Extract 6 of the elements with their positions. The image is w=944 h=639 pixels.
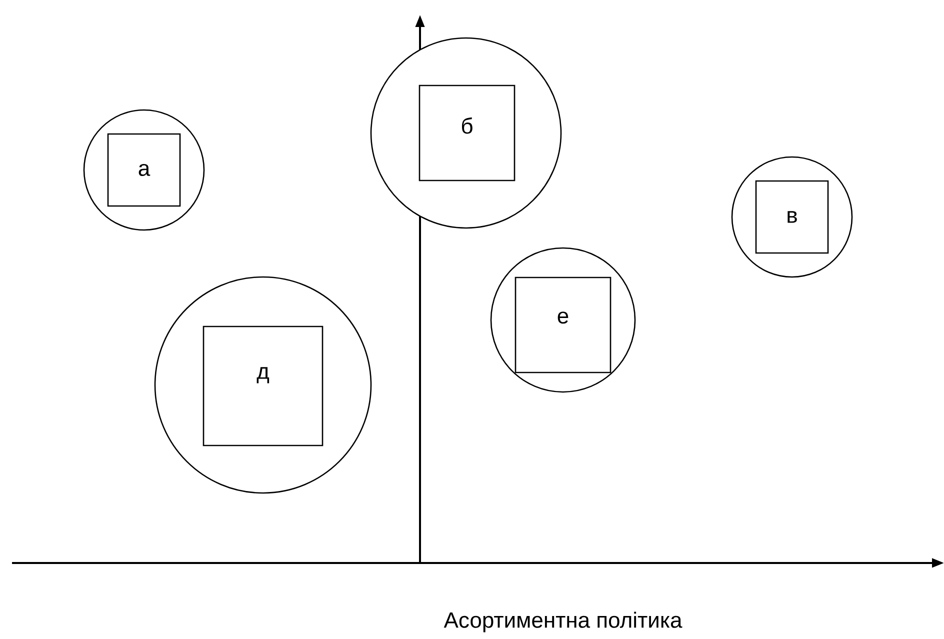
square-box: е (514, 276, 612, 374)
square-box: д (202, 326, 324, 446)
axis-label: Асортиментна політика (444, 612, 682, 632)
square-box: а (107, 133, 181, 207)
square-box: в (755, 180, 829, 254)
square-box: б (418, 84, 516, 182)
